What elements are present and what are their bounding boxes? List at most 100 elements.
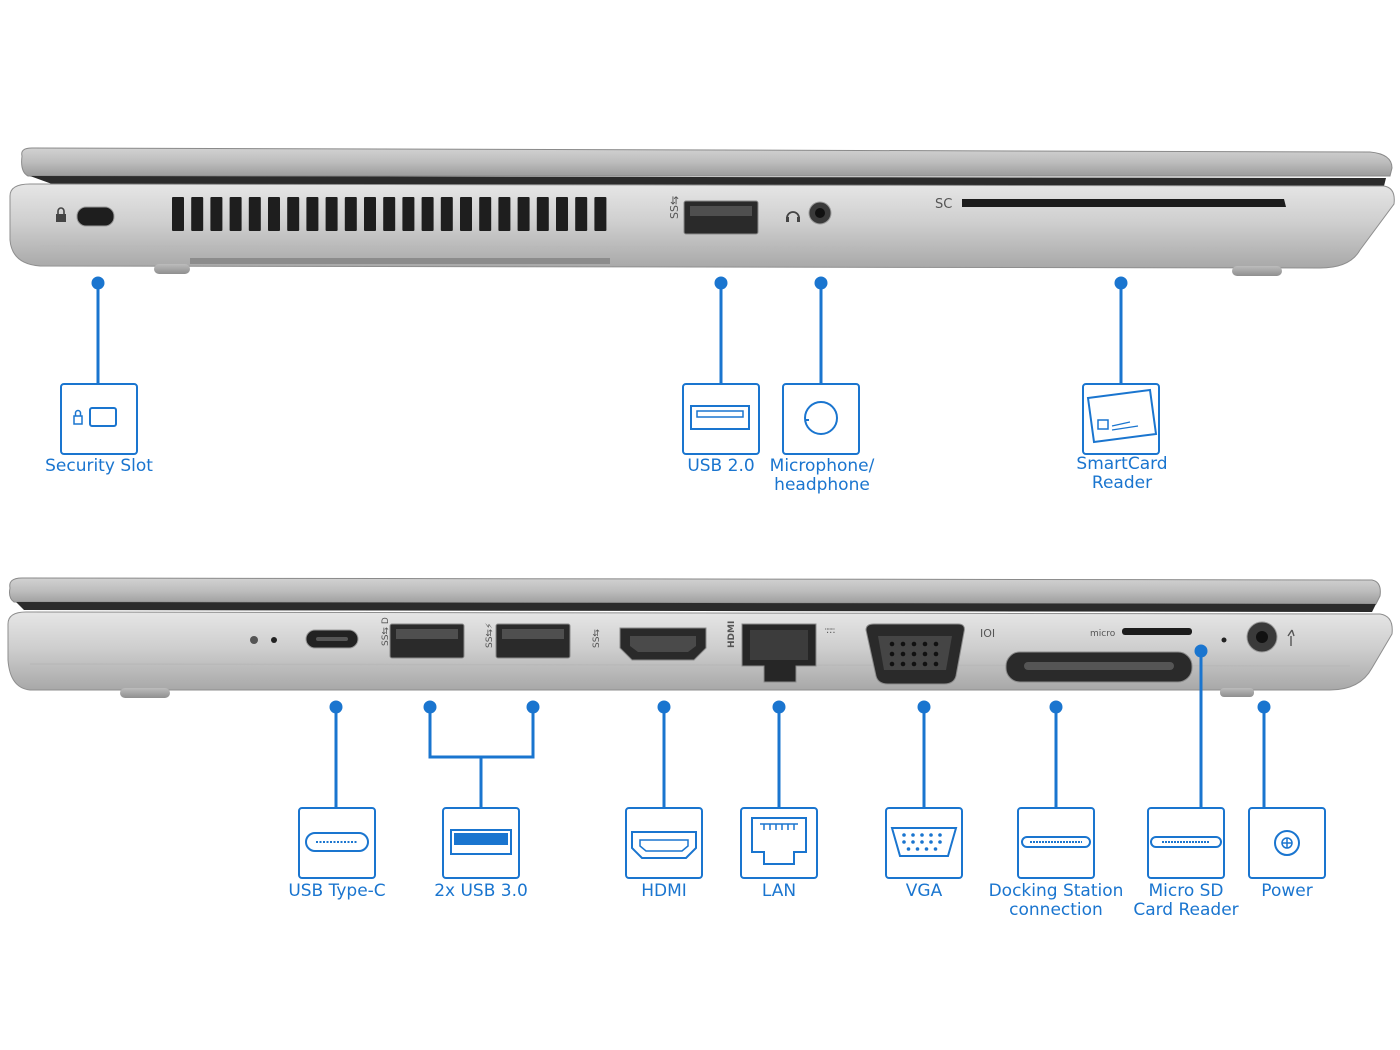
vent-slot — [248, 197, 261, 231]
vga-pin — [924, 847, 929, 851]
micro-sd-slot: micro — [1090, 628, 1227, 643]
vent-slot — [402, 197, 415, 231]
vga-pin — [902, 840, 906, 844]
label-smartcard-reader: SmartCard Reader — [1076, 454, 1168, 493]
svg-text:SS⇆: SS⇆ — [668, 196, 681, 219]
vent-slot — [575, 197, 588, 231]
lower-vent-strip — [190, 258, 610, 264]
battery-led-icon — [250, 636, 277, 644]
label-lan: LAN — [761, 881, 797, 901]
vga-pin — [929, 840, 933, 844]
label-usb-2: USB 2.0 — [687, 456, 755, 476]
svg-text:SS⇆⚡: SS⇆⚡ — [485, 623, 495, 648]
vent-slot — [594, 197, 607, 231]
svg-text:HDMI: HDMI — [727, 621, 737, 648]
vga-pin — [922, 651, 928, 657]
air-vent-icon — [172, 197, 607, 231]
rubber-foot — [120, 688, 170, 698]
vga-pin — [911, 651, 917, 657]
smartcard-slot-icon: SC — [935, 197, 1286, 212]
vga-pin — [915, 847, 920, 851]
hdmi-port: HDMI — [619, 621, 737, 661]
vga-pin — [906, 847, 911, 851]
usb-3-ports: SS⇆⚡ SS⇆ — [389, 623, 602, 659]
usb-c-icon-box — [298, 807, 376, 879]
vent-slot — [421, 197, 434, 231]
docking-port — [1005, 651, 1193, 683]
docking-connector-icon-box — [1017, 807, 1095, 879]
svg-text:SS⇆ D: SS⇆ D — [381, 617, 391, 646]
callout-lines — [91, 276, 1271, 808]
svg-text:·̈·̈·̈: ·̈·̈·̈ — [825, 628, 835, 639]
label-hdmi: HDMI — [641, 881, 687, 901]
usb-a-icon-box — [682, 383, 760, 455]
lock-slot-icon — [56, 206, 115, 227]
vga-pin — [900, 661, 906, 667]
vent-slot — [479, 197, 492, 231]
vga-pin — [938, 833, 942, 837]
power-jack-port — [1246, 621, 1295, 653]
smartcard-mark: SC — [935, 197, 952, 212]
label-audio-jack: Microphone/ headphone — [769, 456, 875, 495]
label-security-slot: Security Slot — [45, 456, 153, 476]
vent-slot — [191, 197, 204, 231]
hdmi-icon-box — [625, 807, 703, 879]
usb-c-port: SS⇆ D — [305, 617, 391, 649]
vent-slot — [306, 197, 319, 231]
vga-pin — [929, 833, 933, 837]
usb-a-blue-icon-box — [442, 807, 520, 879]
label-vga: VGA — [905, 881, 943, 901]
vent-slot — [287, 197, 300, 231]
svg-text:SS⇆: SS⇆ — [592, 629, 602, 648]
vga-pin — [889, 641, 895, 647]
vga-pin — [900, 641, 906, 647]
vga-port: IOI — [865, 623, 995, 685]
vga-pin — [889, 651, 895, 657]
vga-pin — [911, 833, 915, 837]
laptop-left-side-view: SS⇆ SC — [9, 147, 1395, 276]
vga-pin — [938, 840, 942, 844]
audio-jack-icon-box — [782, 383, 860, 455]
vga-pin — [933, 847, 938, 851]
label-usb-3: 2x USB 3.0 — [434, 881, 528, 901]
vga-pin — [902, 833, 906, 837]
smartcard-icon-box — [1082, 383, 1160, 455]
vent-slot — [268, 197, 280, 231]
vga-pin — [933, 651, 939, 657]
vent-slot — [556, 197, 568, 231]
vga-pin — [911, 641, 917, 647]
vga-pin — [900, 651, 906, 657]
vent-slot — [325, 197, 338, 231]
rubber-foot — [1232, 266, 1282, 276]
vga-pin — [933, 641, 939, 647]
vga-pin — [889, 661, 895, 667]
vent-slot — [536, 197, 549, 231]
vga-pin — [922, 641, 928, 647]
vent-slot — [172, 197, 184, 231]
label-docking: Docking Station connection — [988, 881, 1124, 920]
rubber-foot — [154, 264, 190, 274]
svg-text:micro: micro — [1090, 629, 1116, 639]
micro-sd-icon-box — [1147, 807, 1225, 879]
vent-slot — [364, 197, 376, 231]
vga-pin — [922, 661, 928, 667]
audio-jack-icon — [786, 201, 832, 225]
vent-slot — [210, 197, 223, 231]
laptop-right-side-view: SS⇆ D SS⇆⚡ SS⇆ HDMI ·̈·̈·̈ IO — [7, 577, 1393, 698]
vent-slot — [229, 197, 242, 231]
vga-pin — [933, 661, 939, 667]
vent-slot — [383, 197, 396, 231]
label-micro-sd: Micro SD Card Reader — [1133, 881, 1239, 920]
ethernet-icon-box — [740, 807, 818, 879]
vga-icon-box — [885, 807, 963, 879]
lock-slot-icon-box — [60, 383, 138, 455]
vga-pin — [911, 661, 917, 667]
vent-slot — [498, 197, 511, 231]
svg-text:IOI: IOI — [980, 627, 995, 640]
rubber-foot — [1220, 688, 1254, 697]
vga-pin — [911, 840, 915, 844]
vent-slot — [440, 197, 453, 231]
usb-a-icon: SS⇆ — [668, 196, 759, 235]
